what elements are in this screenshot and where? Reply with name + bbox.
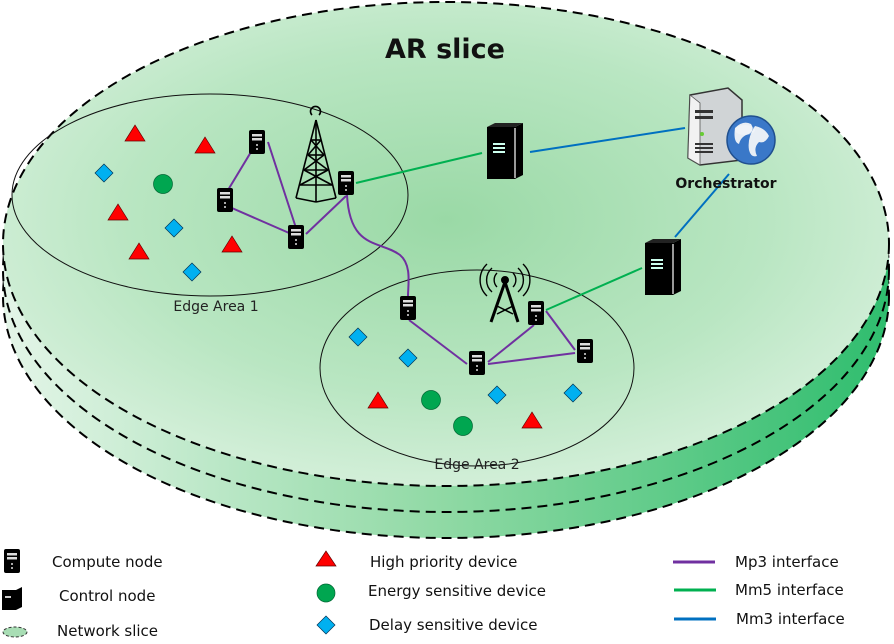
energy-sensitive-device bbox=[453, 416, 473, 436]
high-priority-device bbox=[521, 411, 543, 429]
compute-node bbox=[288, 225, 304, 249]
high-priority-device bbox=[124, 124, 146, 142]
circle-icon bbox=[316, 583, 336, 603]
slice-layer-top bbox=[2, 1, 890, 487]
triangle-icon bbox=[315, 550, 337, 567]
edge-area-1-label: Edge Area 1 bbox=[173, 299, 258, 315]
delay-sensitive-device bbox=[164, 218, 184, 238]
compute-node bbox=[249, 130, 265, 154]
edge-area-2 bbox=[319, 269, 635, 467]
delay-sensitive-device bbox=[94, 163, 114, 183]
mp3-link bbox=[545, 310, 576, 351]
edge-area-1 bbox=[11, 93, 409, 297]
slice-stack bbox=[2, 1, 890, 539]
legend-energy-sensitive: Energy sensitive device bbox=[368, 582, 546, 600]
diamond-icon bbox=[316, 615, 336, 635]
control-node bbox=[644, 238, 682, 296]
globe-icon bbox=[726, 115, 776, 165]
orchestrator-label: Orchestrator bbox=[675, 176, 776, 192]
mm5-link bbox=[545, 267, 643, 311]
mp3-link bbox=[267, 141, 297, 229]
legend-network-slice: Network slice bbox=[57, 622, 158, 640]
delay-sensitive-device bbox=[348, 327, 368, 347]
high-priority-device bbox=[194, 136, 216, 154]
legend: Compute node Control node Network slice … bbox=[2, 549, 845, 640]
radio-tower-icon bbox=[479, 263, 531, 323]
high-priority-device bbox=[367, 391, 389, 409]
mp3-link bbox=[408, 319, 468, 365]
delay-sensitive-device bbox=[563, 383, 583, 403]
compute-node bbox=[217, 188, 233, 212]
energy-sensitive-device bbox=[421, 390, 441, 410]
mp3-link bbox=[346, 194, 410, 297]
edge-area-2-label: Edge Area 2 bbox=[434, 457, 519, 473]
control-node-icon bbox=[2, 587, 22, 610]
mp3-link bbox=[487, 324, 535, 363]
energy-sensitive-device bbox=[153, 174, 173, 194]
mp3-link bbox=[487, 352, 576, 365]
compute-node bbox=[469, 351, 485, 375]
delay-sensitive-device bbox=[182, 262, 202, 282]
high-priority-device bbox=[107, 203, 129, 221]
high-priority-device bbox=[221, 235, 243, 253]
slice-title: AR slice bbox=[385, 34, 505, 65]
legend-high-priority: High priority device bbox=[370, 553, 517, 571]
network-slice-icon bbox=[2, 626, 28, 638]
compute-node bbox=[338, 171, 354, 195]
mm5-link bbox=[355, 152, 483, 184]
legend-delay-sensitive: Delay sensitive device bbox=[369, 616, 538, 634]
mp3-link bbox=[305, 195, 347, 235]
compute-node bbox=[400, 296, 416, 320]
legend-mm3: Mm3 interface bbox=[736, 610, 845, 628]
legend-compute-node: Compute node bbox=[52, 553, 163, 571]
compute-node bbox=[577, 339, 593, 363]
legend-mp3: Mp3 interface bbox=[735, 553, 839, 571]
control-node bbox=[486, 122, 524, 180]
delay-sensitive-device bbox=[398, 348, 418, 368]
edge-area-2-devices bbox=[348, 327, 583, 436]
legend-control-node: Control node bbox=[59, 587, 155, 605]
delay-sensitive-device bbox=[487, 385, 507, 405]
high-priority-device bbox=[128, 242, 150, 260]
cell-tower-icon bbox=[295, 105, 337, 203]
legend-mm5: Mm5 interface bbox=[735, 581, 844, 599]
edge-area-1-devices bbox=[94, 124, 243, 282]
compute-node-icon bbox=[4, 549, 20, 573]
mm3-link bbox=[674, 173, 730, 238]
mp3-link bbox=[224, 204, 297, 237]
mm3-link bbox=[529, 127, 686, 153]
compute-node bbox=[528, 301, 544, 325]
